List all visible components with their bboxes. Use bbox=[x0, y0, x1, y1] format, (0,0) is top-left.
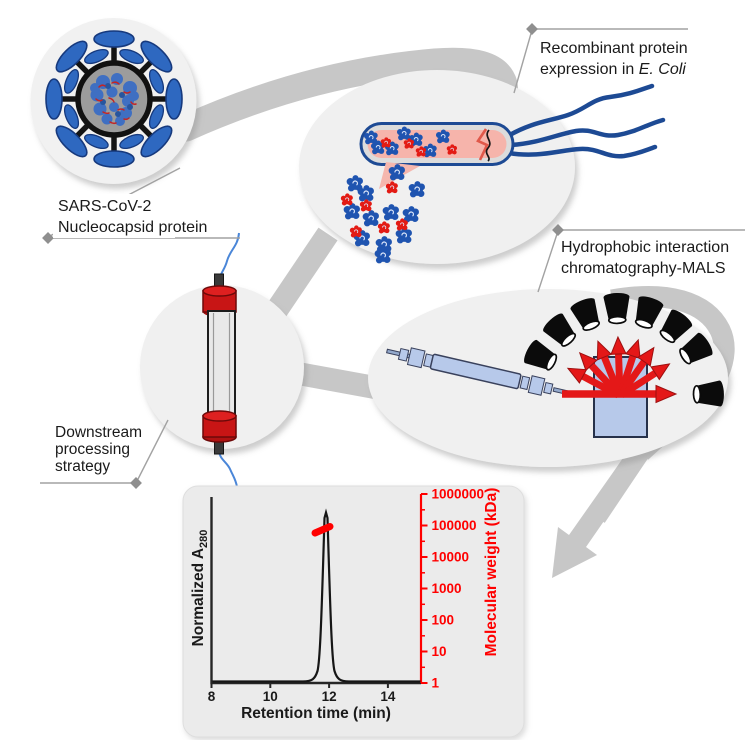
inlet-tubing bbox=[218, 232, 240, 281]
svg-text:1000: 1000 bbox=[432, 581, 462, 596]
ecoli-panel-ellipse bbox=[299, 70, 575, 264]
svg-text:100: 100 bbox=[432, 613, 455, 628]
right-axis-ticks bbox=[421, 493, 428, 684]
svg-text:14: 14 bbox=[380, 689, 396, 704]
hic-label-line2: chromatography-MALS bbox=[561, 260, 726, 277]
mals-panel bbox=[368, 289, 728, 467]
hic-label: Hydrophobic interaction chromatography-M… bbox=[561, 239, 729, 277]
svg-text:1: 1 bbox=[432, 676, 440, 691]
cell-lysis-crack bbox=[476, 128, 489, 161]
virus-icon bbox=[46, 31, 182, 167]
chart-panel-background bbox=[182, 485, 525, 738]
downstream-label: Downstream processing strategy bbox=[55, 424, 142, 475]
ecoli-icon bbox=[340, 83, 666, 264]
svg-text:12: 12 bbox=[322, 689, 337, 704]
chromatography-column-icon bbox=[202, 232, 240, 488]
right-tick-labels: 1000000 100000 10000 1000 100 10 1 bbox=[432, 487, 485, 691]
svg-text:1000000: 1000000 bbox=[432, 487, 485, 502]
expression-label: Recombinant protein expression in E. Col… bbox=[540, 40, 688, 78]
outlet-tubing bbox=[218, 449, 238, 488]
svg-text:10: 10 bbox=[263, 689, 278, 704]
cell-lysis-crack-line bbox=[485, 129, 491, 162]
hic-label-line1: Hydrophobic interaction bbox=[561, 239, 729, 256]
left-axis-title: Normalized A280 bbox=[190, 530, 210, 647]
downstream-label-line1: Downstream bbox=[55, 424, 142, 441]
column-bottom-cap bbox=[202, 410, 237, 443]
virus-label-backdrop bbox=[53, 194, 175, 238]
molecular-weight-points bbox=[311, 523, 334, 537]
right-axis-title: Molecular weight (kDa) bbox=[483, 488, 500, 657]
virus-panel bbox=[30, 18, 197, 184]
ecoli-panel bbox=[299, 70, 666, 264]
x-axis-ticks bbox=[210, 683, 389, 688]
x-axis-title: Retention time (min) bbox=[241, 705, 391, 722]
svg-text:10000: 10000 bbox=[432, 550, 470, 565]
virus-nucleocapsid-core bbox=[90, 73, 139, 126]
virus-label-line1: SARS-CoV-2 bbox=[58, 198, 151, 215]
svg-text:100000: 100000 bbox=[432, 518, 477, 533]
downstream-label-line3: strategy bbox=[55, 458, 110, 475]
laser-beam-arrow-icon bbox=[562, 384, 678, 404]
chart-panel: 8 10 12 14 1000000 100000 10000 1000 100… bbox=[182, 485, 525, 738]
flagella-icon bbox=[505, 83, 666, 159]
column-glass-body bbox=[207, 310, 236, 416]
uv-chromatogram-trace bbox=[212, 508, 421, 683]
x-tick-labels: 8 10 12 14 bbox=[208, 689, 396, 704]
virus-label: SARS-CoV-2 Nucleocapsid protein bbox=[58, 198, 207, 236]
downstream-label-line2: processing bbox=[55, 441, 130, 458]
virus-membrane bbox=[75, 60, 153, 138]
expression-label-line1: Recombinant protein bbox=[540, 40, 688, 57]
virus-label-line2: Nucleocapsid protein bbox=[58, 219, 207, 236]
scattered-light-arrows-icon bbox=[562, 337, 678, 404]
svg-text:8: 8 bbox=[208, 689, 216, 704]
column-panel bbox=[140, 232, 304, 488]
flow-band-ecoli-to-column bbox=[260, 227, 338, 327]
down-arrowhead-icon bbox=[552, 444, 649, 578]
expression-label-line2: expression in E. Coli bbox=[540, 61, 686, 78]
svg-text:10: 10 bbox=[432, 644, 447, 659]
